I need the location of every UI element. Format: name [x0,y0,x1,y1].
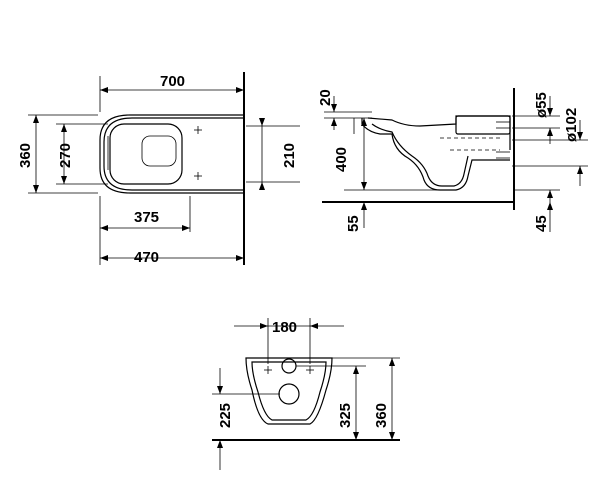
mounting-mark-front [264,366,314,374]
dim-360-front-label: 360 [373,403,390,428]
dim-o102: ø102 [512,108,588,186]
dim-270-label: 270 [57,143,74,168]
dim-210: 210 [246,118,300,190]
dim-360-front: 360 [332,357,400,440]
dim-55-bottom-label: 55 [345,215,362,232]
outlet-hole [278,383,300,405]
dim-400: 400 [333,118,440,191]
dim-180-label: 180 [272,319,297,336]
dim-210-label: 210 [281,143,298,168]
dim-700-label: 700 [160,73,185,90]
dim-o55-label: ø55 [533,92,550,118]
dim-470-label: 470 [134,249,159,266]
inlet-hole [281,358,297,374]
bowl-front-outline [245,357,333,425]
dim-325-label: 325 [337,403,354,428]
dim-o55: ø55 [512,92,560,144]
bowl-profile [361,118,510,191]
dim-45: 45 [514,189,560,232]
dim-400-label: 400 [333,147,350,172]
dim-20: 20 [317,89,372,130]
dim-375: 375 [99,196,191,265]
dim-375-label: 375 [134,209,159,226]
bowl-outline-top [99,114,244,194]
dim-20-label: 20 [317,89,334,106]
seat-outline [109,123,183,185]
dim-360-top: 360 [17,114,98,194]
dim-270: 270 [56,123,108,185]
dim-470: 470 [100,249,244,266]
dim-360-top-label: 360 [17,143,34,168]
dim-225: 225 [212,368,280,470]
dim-45-label: 45 [533,215,550,232]
front-view: 180 225 325 360 [212,318,400,470]
seat-side [455,115,511,135]
flush-opening [141,135,177,167]
top-view: 700 375 470 360 [17,72,300,266]
dim-225-label: 225 [217,403,234,428]
dim-700: 700 [99,73,244,112]
dim-55-bottom: 55 [345,202,367,232]
dim-o102-label: ø102 [563,108,580,142]
side-view: 20 400 55 ø55 [317,88,588,232]
mounting-mark [194,126,202,180]
dim-325: 325 [296,365,366,440]
dim-180: 180 [234,318,344,364]
